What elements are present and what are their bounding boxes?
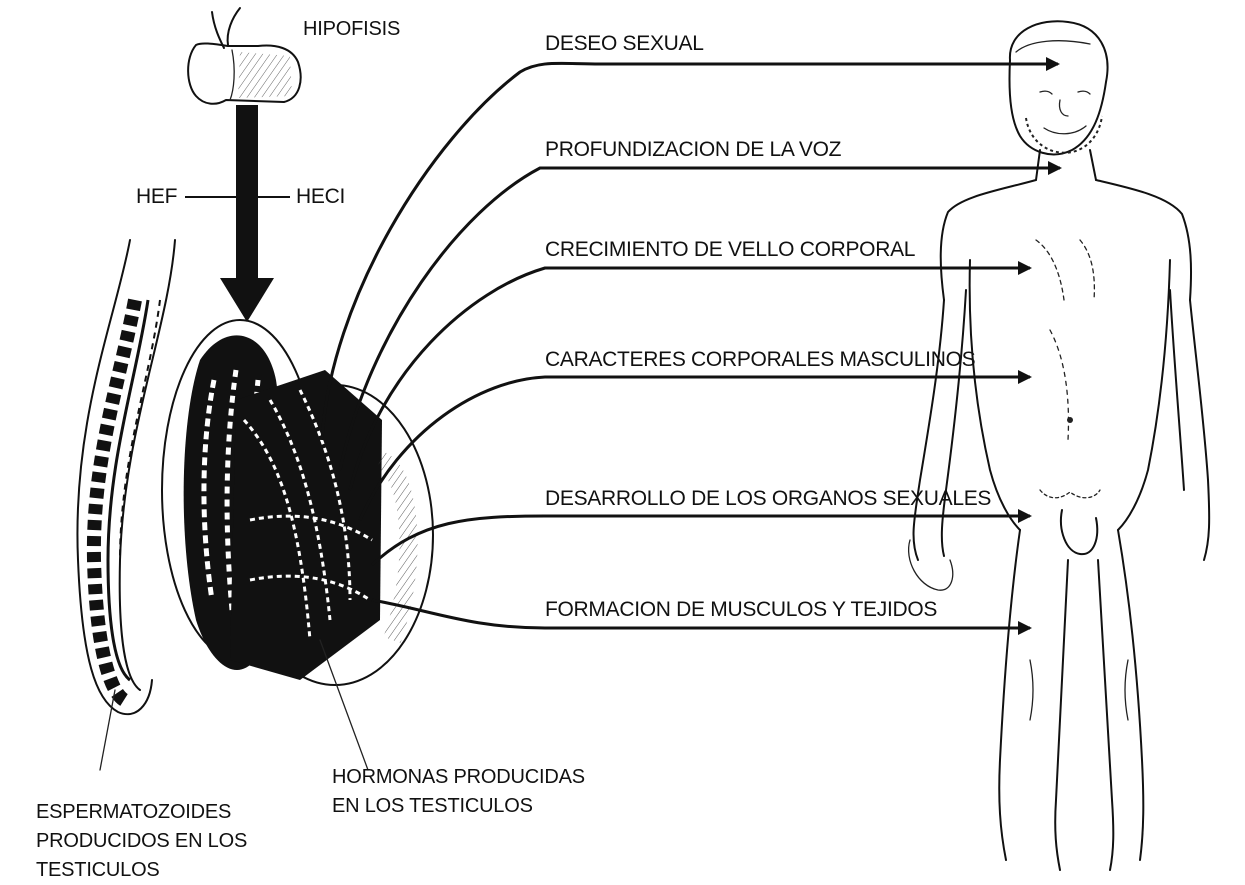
effect-label-6: FORMACION DE MUSCULOS Y TEJIDOS	[545, 598, 937, 621]
epididymis-illustration	[77, 240, 175, 714]
effect-label-3: CRECIMIENTO DE VELLO CORPORAL	[545, 238, 915, 261]
pituitary-label: HIPOFISIS	[303, 18, 400, 40]
effect-label-5: DESARROLLO DE LOS ORGANOS SEXUALES	[545, 487, 991, 510]
hormones-label-line-1: HORMONAS PRODUCIDAS	[332, 766, 585, 788]
sperm-label-line-3: TESTICULOS	[36, 859, 160, 881]
sperm-label-line-1: ESPERMATOZOIDES	[36, 801, 231, 823]
hormone-hef-label: HEF	[136, 185, 177, 208]
arrow-voz	[340, 168, 1060, 470]
male-figure-illustration	[909, 21, 1210, 870]
effect-label-2: PROFUNDIZACION DE LA VOZ	[545, 138, 842, 161]
pituitary-hormone-arrow	[185, 105, 290, 322]
pituitary-gland-illustration	[188, 8, 301, 104]
sperm-label-line-2: PRODUCIDOS EN LOS	[36, 830, 247, 852]
hormone-heci-label: HECI	[296, 185, 345, 208]
testicle-illustration	[162, 320, 433, 685]
hormones-label-line-2: EN LOS TESTICULOS	[332, 795, 533, 817]
effect-label-4: CARACTERES CORPORALES MASCULINOS	[545, 348, 976, 371]
effect-label-1: DESEO SEXUAL	[545, 32, 704, 55]
arrow-organos	[372, 516, 1030, 565]
arrow-vello	[350, 268, 1030, 490]
